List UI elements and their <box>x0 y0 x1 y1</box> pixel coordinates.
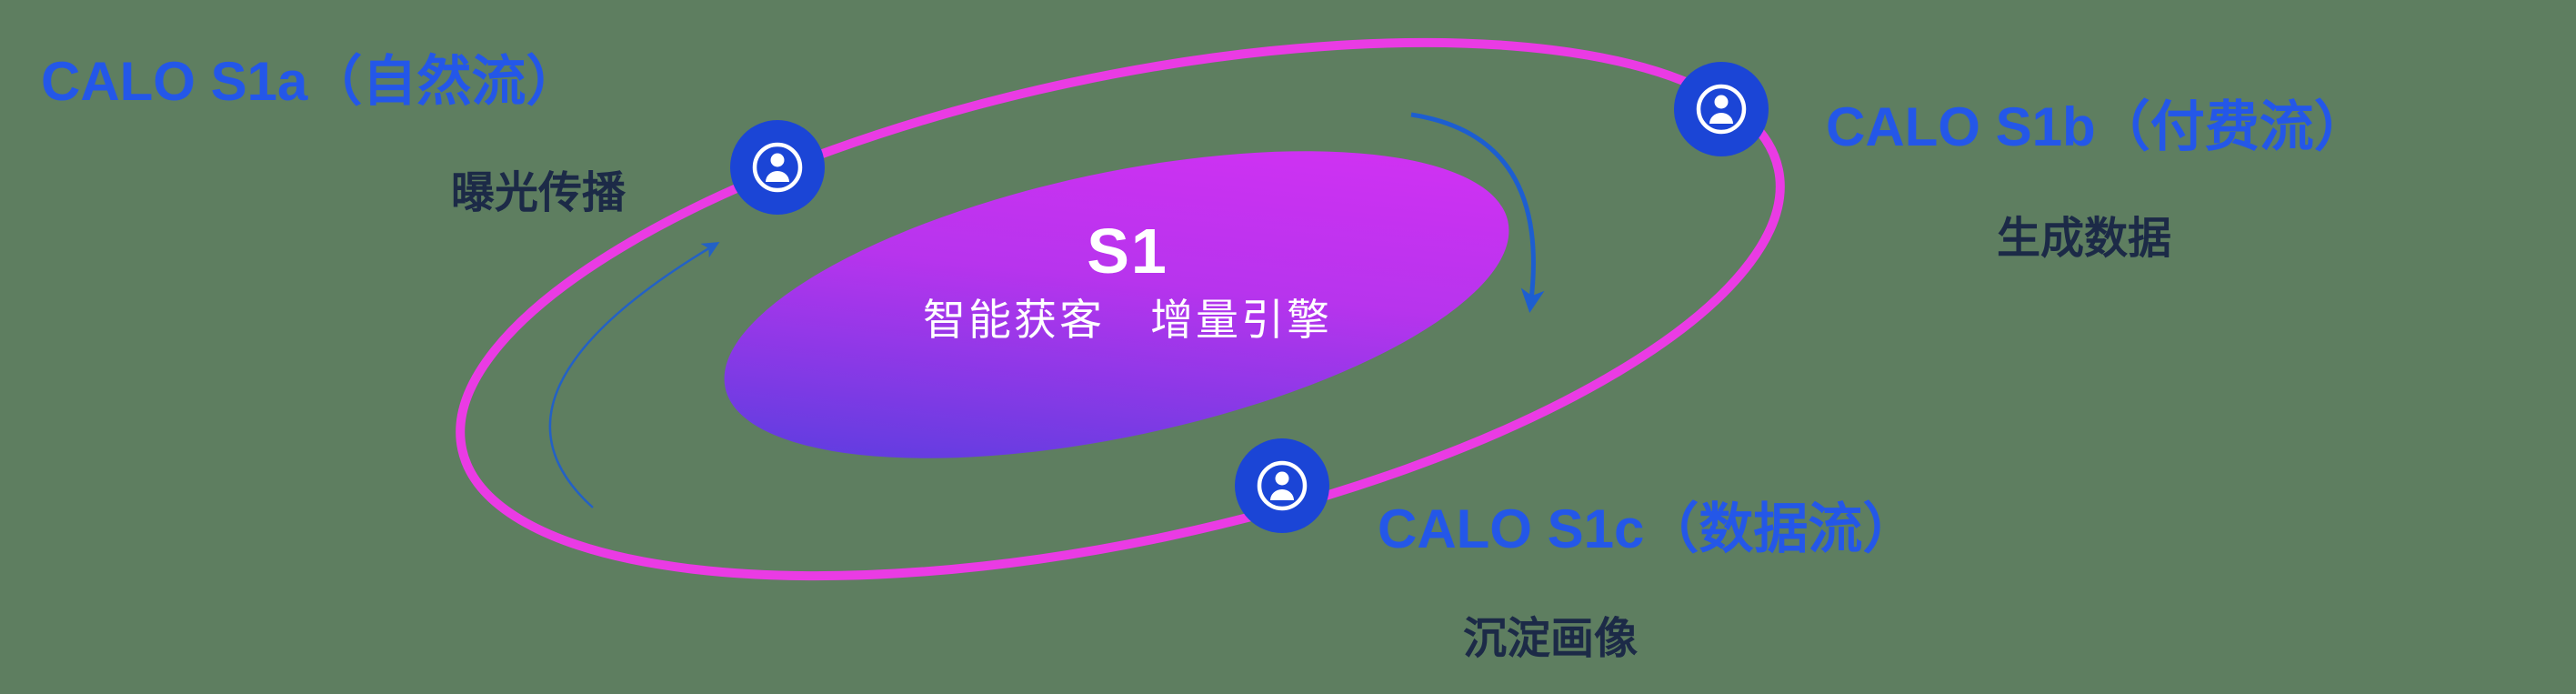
core-title: S1 <box>1087 216 1168 287</box>
label-s1a-title: CALO S1a（自然流） <box>41 51 580 112</box>
node-s1a <box>730 120 825 215</box>
arrow-left-up <box>548 241 720 508</box>
label-s1c-title: CALO S1c（数据流） <box>1378 498 1917 559</box>
label-s1b-title: CALO S1b（付费流） <box>1826 96 2369 157</box>
node-s1c <box>1235 438 1329 533</box>
label-s1c-subtitle: 沉淀画像 <box>1463 615 1638 663</box>
node-s1b <box>1674 62 1769 156</box>
label-s1a-subtitle: 曝光传播 <box>451 169 626 217</box>
core-ellipse <box>724 151 1509 458</box>
label-s1b-subtitle: 生成数据 <box>1997 215 2171 263</box>
core-subtitle: 智能获客 增量引擎 <box>923 296 1332 344</box>
orbit-ring <box>456 37 1785 581</box>
arrow-right-down <box>1410 112 1545 313</box>
